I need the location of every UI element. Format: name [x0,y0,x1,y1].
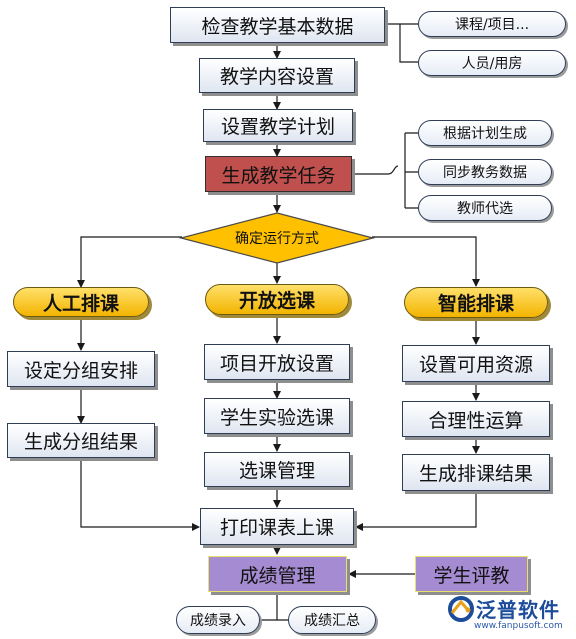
print-schedule-box: 打印课表上课 [200,508,354,545]
decision-text: 确定运行方式 [235,231,319,247]
grade-item-entry: 成绩录入 [176,606,260,634]
smart-step-3-label: 生成排课结果 [418,463,533,485]
smart-step-3: 生成排课结果 [402,454,550,491]
grade-item-entry-label: 成绩录入 [190,613,246,629]
plan-setup-box: 设置教学计划 [203,109,353,142]
data-item-courses-label: 课程/项目... [454,17,530,33]
check-data-box: 检查教学基本数据 [170,7,385,43]
decision-label: 确定运行方式 [200,227,354,249]
decision-diamond [178,212,376,264]
brand-name: 泛普软件 [476,598,560,622]
manual-step-2-label: 生成分组结果 [23,431,138,453]
arrow-smart-to-print [355,491,477,531]
smart-branch-title: 智能排课 [404,287,548,318]
smart-step-1-label: 设置可用资源 [418,354,533,376]
task-source-sync-label: 同步教务数据 [443,165,527,181]
task-source-sync: 同步教务数据 [418,159,552,185]
open-step-3: 选课管理 [204,452,350,487]
plan-setup-label: 设置教学计划 [220,116,335,138]
arrow-manual-to-print [80,458,200,531]
brand-logo: 泛普软件 www.fanpusoft.com [446,594,572,636]
open-branch-label: 开放选课 [238,290,315,312]
brand-url: www.fanpusoft.com [474,621,563,631]
bracket-task-sources [352,132,418,209]
open-step-2: 学生实验选课 [204,398,350,434]
smart-branch-label: 智能排课 [437,293,514,315]
manual-step-2: 生成分组结果 [7,423,155,458]
bracket-grade-items [258,592,290,621]
data-item-courses: 课程/项目... [418,11,566,37]
data-item-people-rooms: 人员/用房 [418,50,566,76]
task-source-plan-label: 根据计划生成 [443,126,527,142]
generate-tasks-label: 生成教学任务 [221,164,336,187]
data-item-people-rooms-label: 人员/用房 [461,56,523,72]
manual-step-1-label: 设定分组安排 [23,359,138,382]
brand-mark-icon [448,596,474,622]
open-step-3-label: 选课管理 [238,460,315,482]
generate-tasks-box: 生成教学任务 [205,156,352,192]
content-setup-label: 教学内容设置 [219,66,334,88]
print-schedule-label: 打印课表上课 [219,517,334,539]
bracket-data-items [387,23,418,63]
arrow-decision-to-smart [372,236,480,287]
open-step-1-label: 项目开放设置 [219,352,334,375]
task-source-teacher-label: 教师代选 [457,201,513,217]
smart-step-2: 合理性运算 [402,401,550,437]
open-step-1: 项目开放设置 [204,344,350,380]
arrow-decision-to-manual [77,236,182,288]
smart-step-1: 设置可用资源 [402,345,550,382]
student-eval-box: 学生评教 [415,556,528,592]
content-setup-box: 教学内容设置 [199,58,355,93]
manual-branch-title: 人工排课 [13,287,149,317]
grade-mgmt-label: 成绩管理 [239,564,316,587]
student-eval-label: 学生评教 [433,564,510,587]
manual-branch-label: 人工排课 [42,292,119,315]
manual-step-1: 设定分组安排 [7,351,155,387]
open-step-2-label: 学生实验选课 [219,406,334,429]
smart-step-2-label: 合理性运算 [428,409,524,432]
task-source-plan: 根据计划生成 [418,120,552,146]
task-source-teacher: 教师代选 [418,195,552,221]
open-branch-title: 开放选课 [205,284,349,315]
check-data-label: 检查教学基本数据 [201,15,354,38]
grade-mgmt-box: 成绩管理 [208,556,347,592]
grade-item-summary-label: 成绩汇总 [304,613,360,629]
grade-item-summary: 成绩汇总 [288,606,376,634]
